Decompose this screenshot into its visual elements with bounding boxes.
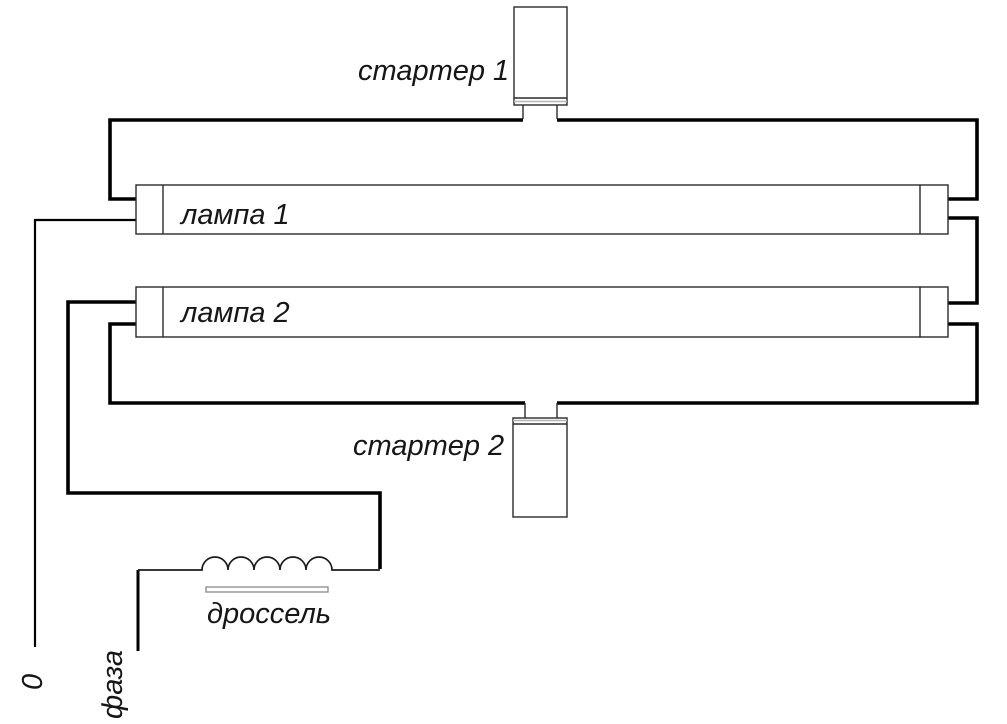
lamp1-tube bbox=[135, 184, 949, 235]
wire-lamp2-to-choke bbox=[66, 300, 382, 569]
starter2-label: стартер 2 bbox=[353, 430, 505, 462]
wire-top-left-loop bbox=[108, 118, 523, 201]
starter1-label: стартер 1 bbox=[358, 55, 510, 87]
choke-coil bbox=[138, 556, 380, 571]
starter1-legs bbox=[522, 105, 558, 119]
lamp2-label: лампа 2 bbox=[181, 297, 290, 329]
wire-bottom-left-loop bbox=[108, 322, 525, 405]
phase-terminal-label: фаза bbox=[97, 649, 129, 719]
starter2-legs bbox=[524, 403, 558, 418]
wire-bottom-right-loop bbox=[557, 322, 979, 405]
choke-core-bar bbox=[205, 586, 329, 593]
neutral-terminal-label: 0 bbox=[17, 673, 49, 690]
lamp1-label: лампа 1 bbox=[181, 199, 290, 231]
wire-neutral bbox=[33, 218, 136, 647]
lamp2-tube bbox=[135, 286, 949, 338]
wire-top-right-loop bbox=[557, 118, 979, 201]
wire-right-lamp1-to-lamp2 bbox=[948, 216, 979, 305]
starter1-body bbox=[513, 6, 568, 106]
starter2-body bbox=[512, 417, 568, 518]
choke-label: дроссель bbox=[207, 598, 332, 630]
